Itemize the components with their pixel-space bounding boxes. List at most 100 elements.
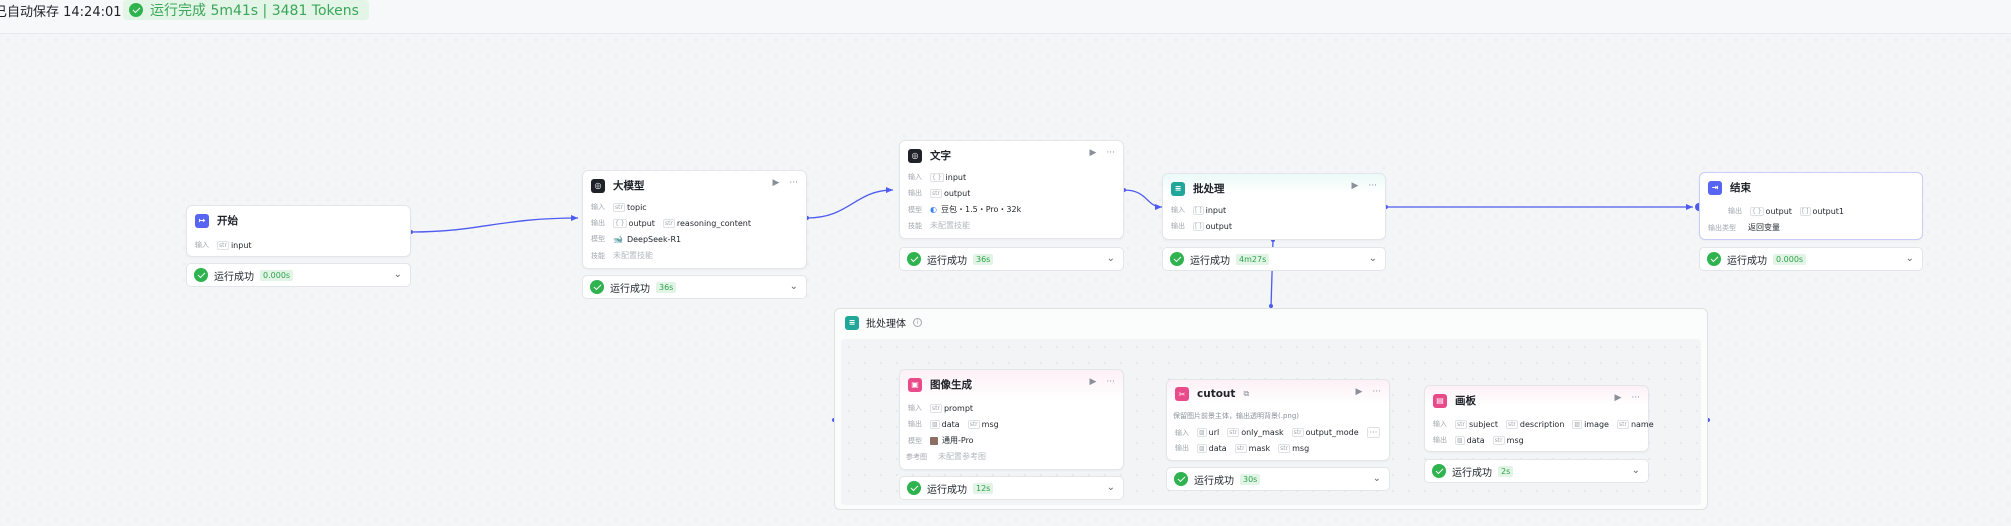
chevron-down-icon[interactable]: ⌄	[393, 269, 402, 280]
run-node-icon[interactable]: ▶	[1089, 148, 1097, 158]
doubao-icon: ◐	[930, 205, 937, 214]
run-time: 0.000s	[260, 269, 294, 281]
status-board[interactable]: 运行成功 2s ⌄	[1424, 459, 1649, 483]
status-cutout[interactable]: 运行成功 30s ⌄	[1166, 467, 1390, 491]
autosave-status: 已自动保存 14:24:01	[0, 5, 122, 20]
llm-icon: ◎	[591, 178, 605, 193]
var-tag: image	[1584, 419, 1609, 429]
var-tag: mask	[1248, 443, 1271, 453]
output-label: 输出	[908, 420, 922, 428]
status-image-gen[interactable]: 运行成功 12s ⌄	[899, 476, 1124, 500]
status-text: 运行成功	[927, 484, 967, 496]
var-tag: msg	[981, 419, 999, 429]
end-icon: ⇥	[1708, 180, 1722, 195]
more-tags-icon[interactable]: ···	[1366, 427, 1381, 438]
node-title: cutout	[1197, 388, 1236, 400]
skill-label: 技能	[591, 251, 605, 260]
output-type-label: 输出类型	[1708, 223, 1736, 232]
more-icon[interactable]: ···	[789, 178, 798, 188]
status-text: 运行成功	[1452, 467, 1492, 479]
deepseek-icon: 🐋	[613, 234, 623, 244]
success-icon	[1707, 252, 1721, 266]
output-label: 输出	[908, 189, 922, 197]
plugin-badge-icon: ⧉	[1243, 389, 1250, 398]
run-time: 0.000s	[1773, 253, 1807, 265]
more-icon[interactable]: ···	[1372, 387, 1381, 397]
node-batch[interactable]: ≡ 批处理 ▶ ··· 输入 [ ]input 输出 [ ]output	[1162, 173, 1386, 240]
chevron-down-icon[interactable]: ⌄	[789, 281, 798, 292]
skill-value: 未配置技能	[613, 251, 653, 260]
run-time: 30s	[1240, 473, 1261, 485]
var-tag: msg	[1292, 443, 1310, 453]
input-label: 输入	[908, 173, 922, 181]
run-node-icon[interactable]: ▶	[1614, 393, 1622, 403]
var-tag: name	[1630, 419, 1654, 429]
run-time: 36s	[973, 253, 994, 265]
run-time: 2s	[1498, 465, 1514, 477]
var-tag: only_mask	[1241, 428, 1284, 437]
more-icon[interactable]: ···	[1106, 377, 1115, 387]
node-end[interactable]: ⇥ 结束 输出 { }output [ ]output1 输出类型 返回变量	[1699, 172, 1923, 240]
ref-image-value: 未配置参考图	[938, 452, 986, 461]
output-label: 输出	[1171, 222, 1185, 230]
var-tag: data	[941, 419, 960, 429]
success-icon	[1174, 472, 1188, 486]
chevron-down-icon[interactable]: ⌄	[1106, 253, 1115, 264]
chevron-down-icon[interactable]: ⌄	[1631, 465, 1640, 476]
run-node-icon[interactable]: ▶	[1351, 181, 1359, 191]
node-title: 批处理	[1193, 183, 1225, 195]
run-summary: 运行完成 5m41s | 3481 Tokens	[150, 3, 359, 19]
run-node-icon[interactable]: ▶	[1355, 387, 1363, 397]
model-thumbnail-icon	[930, 436, 938, 445]
run-node-icon[interactable]: ▶	[772, 178, 780, 188]
var-tag: url	[1208, 428, 1220, 437]
input-label: 输入	[591, 203, 605, 211]
success-icon	[907, 481, 921, 495]
chevron-down-icon[interactable]: ⌄	[1368, 253, 1377, 264]
node-description: 保留图片前景主体，输出透明背景(.png)	[1173, 412, 1300, 420]
skill-label: 技能	[908, 221, 922, 230]
node-title: 文字	[930, 150, 951, 162]
node-title: 大模型	[613, 180, 645, 192]
info-icon[interactable]: i	[913, 318, 922, 327]
var-tag: data	[1208, 443, 1227, 453]
check-circle-icon	[129, 3, 143, 17]
var-tag: msg	[1506, 435, 1524, 445]
image-gen-icon: ▣	[908, 377, 922, 392]
input-label: 输入	[195, 241, 209, 249]
top-bar: 已自动保存 14:24:01 运行完成 5m41s | 3481 Tokens	[0, 0, 2011, 34]
chevron-down-icon[interactable]: ⌄	[1905, 253, 1914, 264]
status-batch[interactable]: 运行成功 4m27s ⌄	[1162, 247, 1386, 271]
var-tag: prompt	[943, 403, 974, 413]
var-tag: input	[230, 240, 252, 250]
var-tag: output	[1765, 206, 1792, 216]
status-text[interactable]: 运行成功 36s ⌄	[899, 247, 1124, 271]
more-icon[interactable]: ···	[1106, 148, 1115, 158]
var-tag: input	[1205, 205, 1227, 215]
status-llm[interactable]: 运行成功 36s ⌄	[582, 275, 807, 299]
node-title: 画板	[1455, 395, 1476, 407]
var-tag: output1	[1812, 206, 1845, 216]
success-icon	[1432, 464, 1446, 478]
var-tag: subject	[1468, 419, 1498, 429]
status-start[interactable]: 运行成功 0.000s ⌄	[186, 263, 411, 287]
more-icon[interactable]: ···	[1631, 393, 1640, 403]
var-tag: output	[943, 188, 971, 198]
run-complete-badge[interactable]: 运行完成 5m41s | 3481 Tokens	[123, 0, 369, 20]
start-icon: ↦	[195, 213, 209, 228]
var-tag: input	[945, 172, 967, 182]
more-icon[interactable]: ···	[1368, 181, 1377, 191]
chevron-down-icon[interactable]: ⌄	[1372, 473, 1381, 484]
run-node-icon[interactable]: ▶	[1089, 377, 1097, 387]
success-icon	[907, 252, 921, 266]
chevron-down-icon[interactable]: ⌄	[1106, 482, 1115, 493]
board-icon: ▤	[1433, 393, 1447, 408]
node-cutout[interactable]: ✂ cutout ⧉ ▶ ··· 保留图片前景主体，输出透明背景(.png) 输…	[1166, 379, 1390, 461]
model-label: 模型	[908, 436, 922, 445]
status-end[interactable]: 运行成功 0.000s ⌄	[1699, 247, 1923, 271]
